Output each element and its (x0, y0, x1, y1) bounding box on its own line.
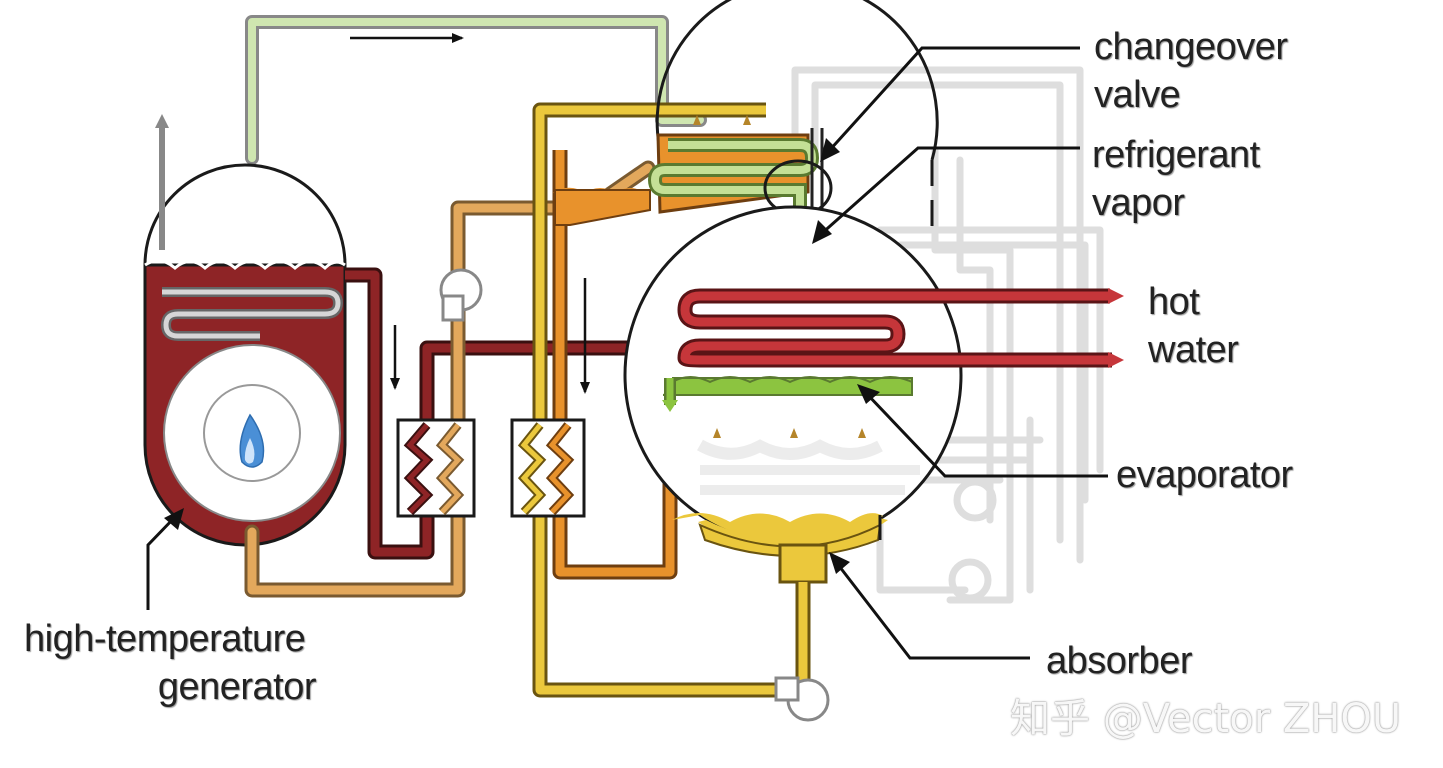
absorber-leader (834, 561, 1030, 660)
strong-solution-line (345, 267, 700, 560)
high-temperature-generator (143, 114, 347, 547)
refrigerant-vapor-line-1: refrigerant (1092, 134, 1260, 176)
high-temperature-generator-label: high-temperature generator (24, 615, 317, 711)
vapor-pipe-top (245, 15, 707, 165)
evaporator-text: evaporator (1116, 454, 1293, 496)
generator-leader (146, 515, 177, 610)
callout-arrowheads (164, 138, 880, 574)
lower-shell (623, 205, 963, 690)
refrigerant-vapor-line-2: vapor (1092, 182, 1185, 224)
evaporator-label: evaporator (1116, 451, 1293, 499)
background-piping (696, 66, 1104, 604)
generator-line-2: generator (157, 666, 317, 708)
absorber-text: absorber (1046, 640, 1192, 682)
low-temp-heat-exchanger (396, 418, 476, 518)
hot-water-line-1: hot (1148, 281, 1200, 323)
absorber-label: absorber (1046, 637, 1192, 685)
changeover-valve-line-1: changeover (1094, 26, 1288, 68)
changeover-valve-leader (826, 46, 1080, 154)
spray-nozzle-icon (713, 428, 866, 438)
upper-shell (553, 0, 939, 248)
evaporator-leader (864, 391, 1108, 478)
hot-water-coil (677, 288, 1124, 368)
pump-icon (439, 268, 483, 322)
changeover-valve-label: changeover valve (1094, 23, 1288, 119)
hot-water-label: hot water (1148, 278, 1239, 374)
changeover-valve-line-2: valve (1094, 74, 1181, 116)
callout-lines (146, 46, 1108, 660)
high-temp-heat-exchanger (510, 418, 586, 518)
refrigerant-vapor-leader (819, 146, 1080, 237)
watermark: 知乎 @Vector ZHOU (1010, 696, 1402, 742)
pump-icon (774, 676, 830, 722)
dilute-solution-line (532, 102, 800, 698)
refrigerant-vapor-label: refrigerant vapor (1092, 131, 1260, 227)
hot-water-line-2: water (1148, 329, 1239, 371)
spray-nozzle-icon (693, 115, 751, 125)
generator-line-1: high-temperature (24, 618, 306, 660)
